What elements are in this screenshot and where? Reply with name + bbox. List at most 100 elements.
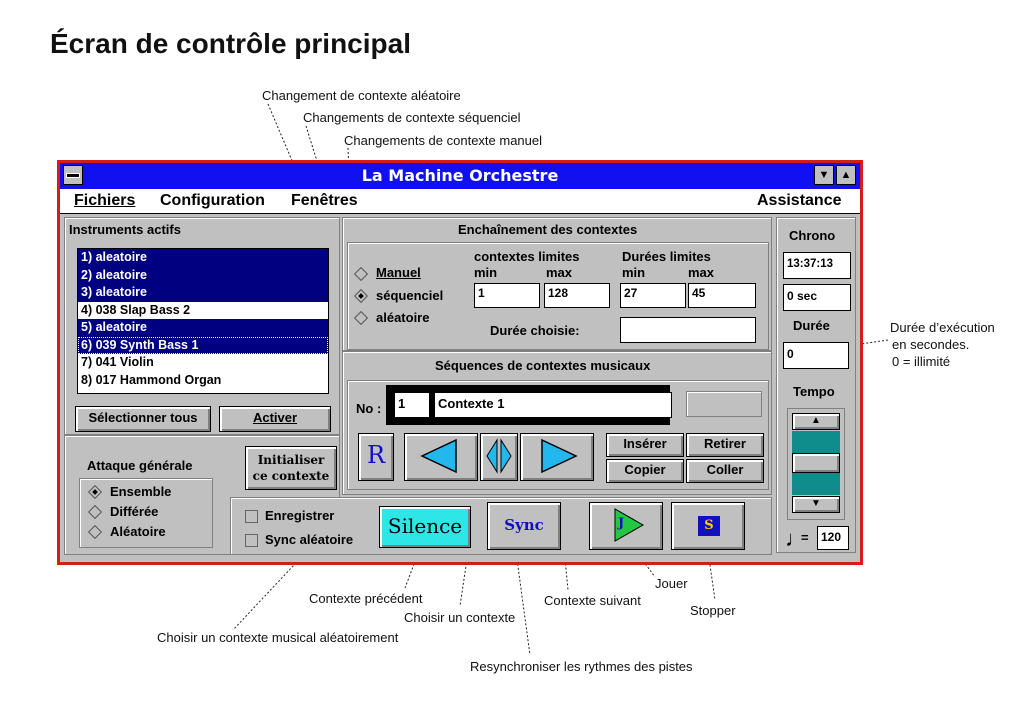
maximize-button[interactable]: ▲ [836, 165, 856, 185]
transport-panel: Enregistrer Sync aléatoire Silence Sync … [230, 497, 772, 555]
menu-windows[interactable]: Fenêtres [291, 192, 358, 209]
previous-context-button[interactable] [404, 433, 478, 481]
play-button[interactable]: J [589, 502, 663, 550]
tempo-header: Tempo [793, 384, 835, 399]
context-max-input[interactable]: 128 [544, 283, 610, 308]
context-limits-label: contextes limites [474, 249, 580, 264]
choose-context-button[interactable] [480, 433, 518, 481]
play-icon [614, 508, 645, 542]
tempo-scrollbar[interactable]: ▲ ▼ [787, 408, 845, 520]
main-window: La Machine Orchestre ▼ ▲ Fichiers Config… [57, 160, 863, 565]
play-glyph: J [618, 516, 625, 531]
menu-help[interactable]: Assistance [757, 192, 842, 209]
quarter-note-icon: ♩ [785, 526, 807, 551]
minimize-button[interactable]: ▼ [814, 165, 834, 185]
context-number-label: No : [356, 401, 382, 416]
system-menu-button[interactable] [63, 165, 83, 185]
chain-inner: Manuel séquenciel aléatoire contextes li… [347, 242, 769, 350]
duration-min-input[interactable]: 27 [620, 283, 686, 308]
paste-button[interactable]: Coller [686, 459, 764, 483]
duration-min-label: min [622, 265, 646, 280]
instruments-header: Instruments actifs [69, 222, 181, 237]
remove-button[interactable]: Retirer [686, 433, 764, 457]
duration-max-input[interactable]: 45 [688, 283, 756, 308]
instrument-item[interactable]: 7) 041 Violin [81, 355, 154, 369]
stop-button[interactable]: S [671, 502, 745, 550]
annotation-duration-3: 0 = illimité [892, 354, 951, 369]
activate-button[interactable]: Activer [219, 406, 331, 432]
duration-limits-label: Durées limites [622, 249, 711, 264]
random-sync-label: Sync aléatoire [265, 532, 354, 547]
next-context-button[interactable] [520, 433, 594, 481]
context-name-input[interactable]: Contexte 1 [434, 392, 672, 418]
instrument-item[interactable]: 2) aleatoire [78, 266, 328, 284]
tempo-thumb[interactable] [792, 453, 840, 473]
annotation-duration-2: en secondes. [892, 337, 970, 352]
instrument-item[interactable]: 4) 038 Slap Bass 2 [81, 302, 191, 317]
init-context-button[interactable]: Initialiser ce contexte [245, 446, 337, 490]
chrono-time: 13:37:13 [783, 252, 851, 279]
attack-random-radio[interactable] [87, 524, 103, 540]
attack-ensemble-label: Ensemble [110, 484, 172, 499]
annotation-random-musical-context: Choisir un contexte musical aléatoiremen… [157, 630, 399, 645]
context-min-input[interactable]: 1 [474, 283, 540, 308]
random-context-button[interactable]: R [358, 433, 394, 481]
chrono-header: Chrono [789, 228, 836, 243]
mode-manual-label: Manuel [376, 265, 421, 280]
duration-header: Durée [793, 318, 830, 333]
stop-glyph: S [698, 516, 720, 536]
chosen-duration-input[interactable] [620, 317, 756, 343]
mode-sequential-label: séquenciel [376, 288, 444, 303]
instrument-item[interactable]: 5) aleatoire [78, 319, 328, 337]
arrow-down-icon: ▼ [811, 498, 821, 509]
chrono-elapsed: 0 sec [783, 284, 851, 311]
random-sync-checkbox[interactable] [245, 534, 258, 547]
mode-random-label: aléatoire [376, 310, 430, 325]
sync-button[interactable]: Sync [487, 502, 561, 550]
init-context-line2: ce contexte [252, 469, 330, 483]
insert-button[interactable]: Insérer [606, 433, 684, 457]
menu-files[interactable]: Fichiers [74, 192, 136, 209]
annotation-duration-1: Durée d’exécution [890, 320, 995, 335]
sequences-header: Séquences de contextes musicaux [435, 358, 651, 373]
annotation-stop: Stopper [690, 603, 736, 618]
annotation-random-change: Changement de contexte aléatoire [262, 88, 461, 103]
tempo-equals: = [801, 530, 809, 545]
instrument-item[interactable]: 6) 039 Synth Bass 1 [78, 336, 328, 354]
tempo-down-button[interactable]: ▼ [792, 496, 840, 513]
annotation-sequential-change: Changements de contexte séquenciel [303, 110, 521, 125]
tempo-up-button[interactable]: ▲ [792, 413, 840, 430]
attack-random-label: Aléatoire [110, 524, 166, 539]
init-context-line1: Initialiser [257, 453, 325, 467]
menu-bar: Fichiers Configuration Fenêtres Assistan… [60, 189, 860, 214]
annotation-next-context: Contexte suivant [544, 593, 641, 608]
copy-button[interactable]: Copier [606, 459, 684, 483]
right-column-panel: Chrono 13:37:13 0 sec Durée 0 Tempo ▲ ▼ … [776, 217, 856, 553]
title-bar: La Machine Orchestre ▼ ▲ [60, 163, 860, 189]
minimize-icon: ▼ [818, 169, 830, 181]
context-max-label: max [546, 265, 573, 280]
context-number-input[interactable]: 1 [394, 392, 430, 418]
menu-configuration[interactable]: Configuration [160, 192, 265, 209]
left-right-icon [486, 438, 512, 474]
instrument-item[interactable]: 3) aleatoire [78, 284, 328, 302]
attack-ensemble-radio[interactable] [87, 484, 103, 500]
window-title: La Machine Orchestre [361, 166, 559, 185]
mode-random-radio[interactable] [353, 310, 369, 326]
silence-button[interactable]: Silence [379, 506, 471, 548]
tempo-input[interactable]: 120 [817, 526, 849, 550]
record-checkbox[interactable] [245, 510, 258, 523]
attack-deferred-radio[interactable] [87, 504, 103, 520]
annotation-manual-change: Changements de contexte manuel [344, 133, 543, 148]
sequences-inner: No : 1 Contexte 1 R Insérer Retirer Copi… [347, 380, 769, 490]
maximize-icon: ▲ [840, 169, 852, 181]
mode-manual-radio[interactable] [353, 266, 369, 282]
select-all-button[interactable]: Sélectionner tous [75, 406, 211, 432]
duration-input[interactable]: 0 [783, 342, 849, 369]
instrument-item[interactable]: 1) aleatoire [78, 249, 328, 267]
annotation-resync: Resynchroniser les rythmes des pistes [470, 659, 693, 674]
chain-header: Enchaînement des contextes [458, 222, 638, 237]
mode-sequential-radio[interactable] [353, 288, 369, 304]
instrument-item[interactable]: 8) 017 Hammond Organ [81, 372, 222, 387]
